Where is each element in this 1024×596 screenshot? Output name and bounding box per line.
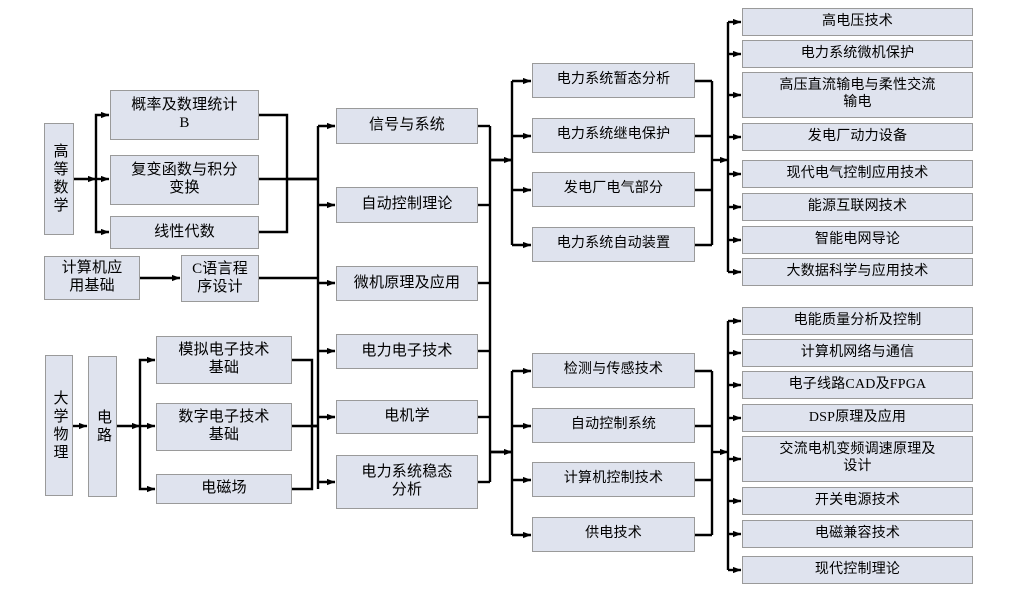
node-cadfpga[interactable]: 电子线路CAD及FPGA (742, 371, 973, 399)
node-jisuanjiyingyong[interactable]: 计算机应 用基础 (44, 256, 140, 300)
node-diannengzhiliang[interactable]: 电能质量分析及控制 (742, 307, 973, 335)
node-gaodengshuxue[interactable]: 高等数学 (44, 123, 74, 235)
node-jiance[interactable]: 检测与传感技术 (532, 353, 695, 388)
node-dashuju[interactable]: 大数据科学与应用技术 (742, 258, 973, 286)
node-cyuyan[interactable]: C语言程 序设计 (181, 255, 259, 302)
node-fadianchang[interactable]: 发电厂电气部分 (532, 172, 695, 207)
node-xiandaikongzhi[interactable]: 现代控制理论 (742, 556, 973, 584)
node-moni[interactable]: 模拟电子技术 基础 (156, 336, 292, 384)
node-wentai[interactable]: 电力系统稳态 分析 (336, 455, 478, 509)
node-gailv[interactable]: 概率及数理统计 B (110, 90, 259, 140)
node-wangluotongxin[interactable]: 计算机网络与通信 (742, 339, 973, 367)
node-dianjixue[interactable]: 电机学 (336, 400, 478, 434)
node-xiandaidianqi[interactable]: 现代电气控制应用技术 (742, 160, 973, 188)
node-weiji[interactable]: 微机原理及应用 (336, 266, 478, 301)
node-zidongkongzhililun[interactable]: 自动控制理论 (336, 187, 478, 223)
node-dianciJianrong[interactable]: 电磁兼容技术 (742, 520, 973, 548)
node-xinhao[interactable]: 信号与系统 (336, 108, 478, 144)
node-nengyuan[interactable]: 能源互联网技术 (742, 193, 973, 221)
node-xianxingdaishu[interactable]: 线性代数 (110, 216, 259, 249)
node-jisuanjikongzhi[interactable]: 计算机控制技术 (532, 462, 695, 497)
node-dsp[interactable]: DSP原理及应用 (742, 404, 973, 432)
node-dianlu[interactable]: 电路 (88, 356, 117, 497)
node-donglishebei[interactable]: 发电厂动力设备 (742, 123, 973, 151)
node-gaoyazhiliu[interactable]: 高压直流输电与柔性交流 输电 (742, 72, 973, 118)
node-zidongzhuangzhi[interactable]: 电力系统自动装置 (532, 227, 695, 262)
node-kaiguandianyuan[interactable]: 开关电源技术 (742, 487, 973, 515)
node-gaodianya[interactable]: 高电压技术 (742, 8, 973, 36)
node-bianpin[interactable]: 交流电机变频调速原理及 设计 (742, 436, 973, 482)
node-dianlidianzi[interactable]: 电力电子技术 (336, 334, 478, 369)
node-jidianbaohu[interactable]: 电力系统继电保护 (532, 118, 695, 153)
node-daxuewuli[interactable]: 大学物理 (45, 355, 73, 496)
node-gongdian[interactable]: 供电技术 (532, 517, 695, 552)
node-zidongkongzhixitong[interactable]: 自动控制系统 (532, 408, 695, 443)
node-fubian[interactable]: 复变函数与积分 变换 (110, 155, 259, 205)
node-shuzi[interactable]: 数字电子技术 基础 (156, 403, 292, 451)
node-zhinengdianwang[interactable]: 智能电网导论 (742, 226, 973, 254)
node-weijibaohu[interactable]: 电力系统微机保护 (742, 40, 973, 68)
node-zhantai[interactable]: 电力系统暂态分析 (532, 63, 695, 98)
node-diancichang[interactable]: 电磁场 (156, 474, 292, 504)
